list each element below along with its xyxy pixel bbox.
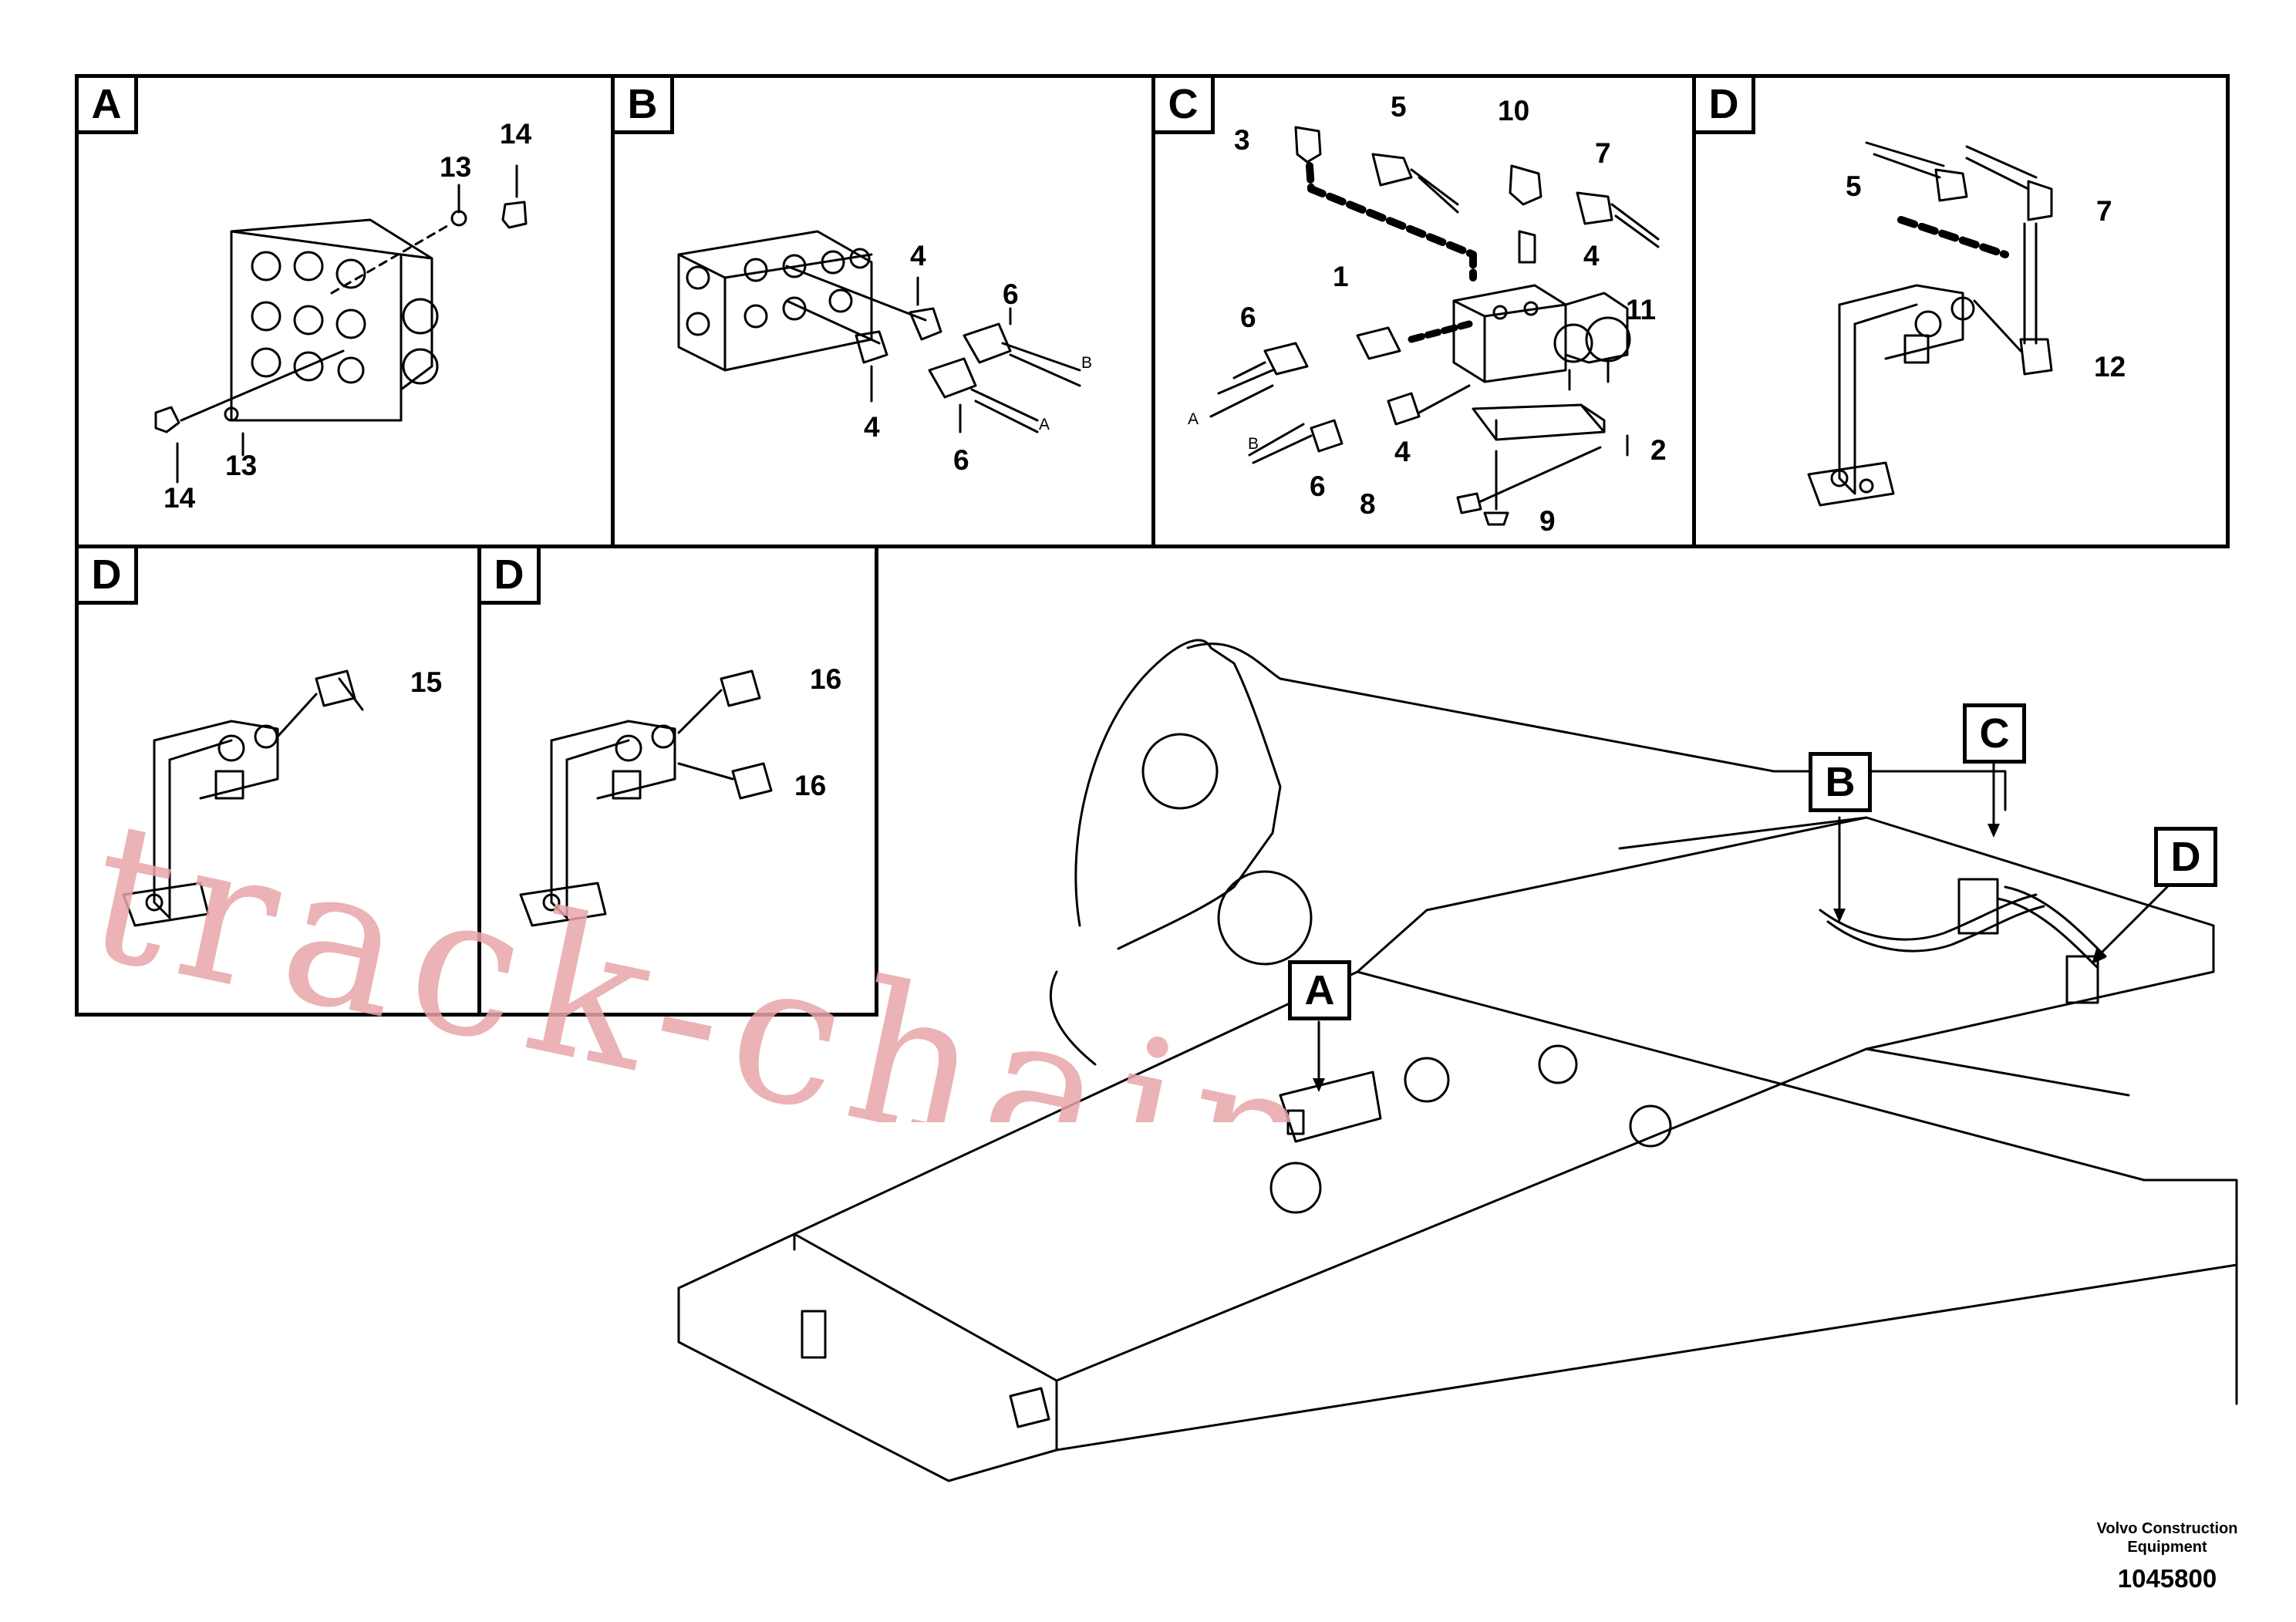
callout-c-1: 1	[1333, 261, 1349, 292]
panel-b-manifold-drawing	[677, 230, 1081, 433]
callout-c-4-bottom: 4	[1394, 436, 1411, 467]
panel-d1-letter: D	[75, 545, 138, 605]
callout-a-14-bottom: 14	[164, 482, 196, 514]
panel-a-letter: A	[75, 74, 138, 134]
watermark: track-chain.com	[81, 777, 1859, 1122]
overview-marker-d: D	[2154, 827, 2217, 887]
drawing-number: 1045800	[2117, 1564, 2217, 1593]
callout-b-6-bottom: 6	[953, 444, 969, 476]
detail-panel-b	[611, 74, 1155, 548]
panel-d2-bracket-drawing	[519, 669, 773, 927]
callout-d-7: 7	[2096, 195, 2112, 227]
callout-c-8: 8	[1360, 488, 1376, 520]
callout-d1-15: 15	[410, 666, 443, 698]
hose-end-a-label: A	[1039, 416, 1050, 433]
overview-marker-c: C	[1963, 703, 2026, 764]
detail-panel-a	[75, 74, 615, 548]
callout-d-5: 5	[1846, 170, 1862, 202]
detail-panel-d	[1692, 74, 2230, 548]
callout-a-14-top: 14	[500, 118, 532, 150]
panel-a-manifold-drawing	[154, 164, 528, 484]
watermark-text: track-chain.com	[81, 777, 1859, 1122]
callout-c-4-top: 4	[1583, 240, 1600, 271]
panel-c-valve-drawing	[1209, 126, 1660, 526]
panel-d-bracket-drawing	[1807, 141, 2053, 507]
overview-marker-a: A	[1288, 960, 1351, 1020]
callout-d-12: 12	[2094, 351, 2126, 383]
callout-c-7: 7	[1595, 137, 1611, 169]
callout-d2-16-bottom: 16	[794, 770, 827, 801]
footer-company-line2: Equipment	[2127, 1539, 2207, 1556]
callout-c-5: 5	[1391, 91, 1407, 123]
hose-end-c-b-label: B	[1248, 435, 1259, 453]
callout-c-10: 10	[1498, 95, 1530, 126]
footer-company-line1: Volvo Construction	[2096, 1520, 2238, 1537]
hose-end-b-label: B	[1081, 354, 1093, 372]
overview-marker-b: B	[1809, 752, 1872, 812]
panel-c-letter: C	[1151, 74, 1215, 134]
callout-a-13-bottom: 13	[225, 450, 258, 481]
overview-frame-drawing	[677, 639, 2238, 1482]
callout-b-6-top: 6	[1003, 278, 1019, 310]
callout-c-6-top: 6	[1240, 302, 1256, 333]
callout-d2-16-top: 16	[810, 663, 842, 695]
callout-a-13-top: 13	[440, 151, 472, 183]
footer-company: Volvo Construction Equipment	[2075, 1519, 2260, 1556]
detail-panel-d2	[477, 545, 878, 1017]
callout-c-9: 9	[1539, 505, 1556, 537]
callout-c-6-bottom: 6	[1310, 470, 1326, 502]
detail-panel-c	[1151, 74, 1696, 548]
callout-c-11: 11	[1626, 294, 1657, 325]
leader-arrowheads	[1313, 824, 2106, 1092]
panel-b-letter: B	[611, 74, 674, 134]
callout-c-3: 3	[1234, 124, 1250, 156]
panel-d-letter: D	[1692, 74, 1755, 134]
panel-d1-bracket-drawing	[122, 669, 364, 927]
callout-c-2: 2	[1650, 434, 1667, 466]
callout-b-4-bottom: 4	[864, 411, 880, 443]
panel-d2-letter: D	[477, 545, 541, 605]
callout-b-4-top: 4	[910, 240, 926, 271]
hose-end-c-a-label: A	[1188, 410, 1199, 428]
